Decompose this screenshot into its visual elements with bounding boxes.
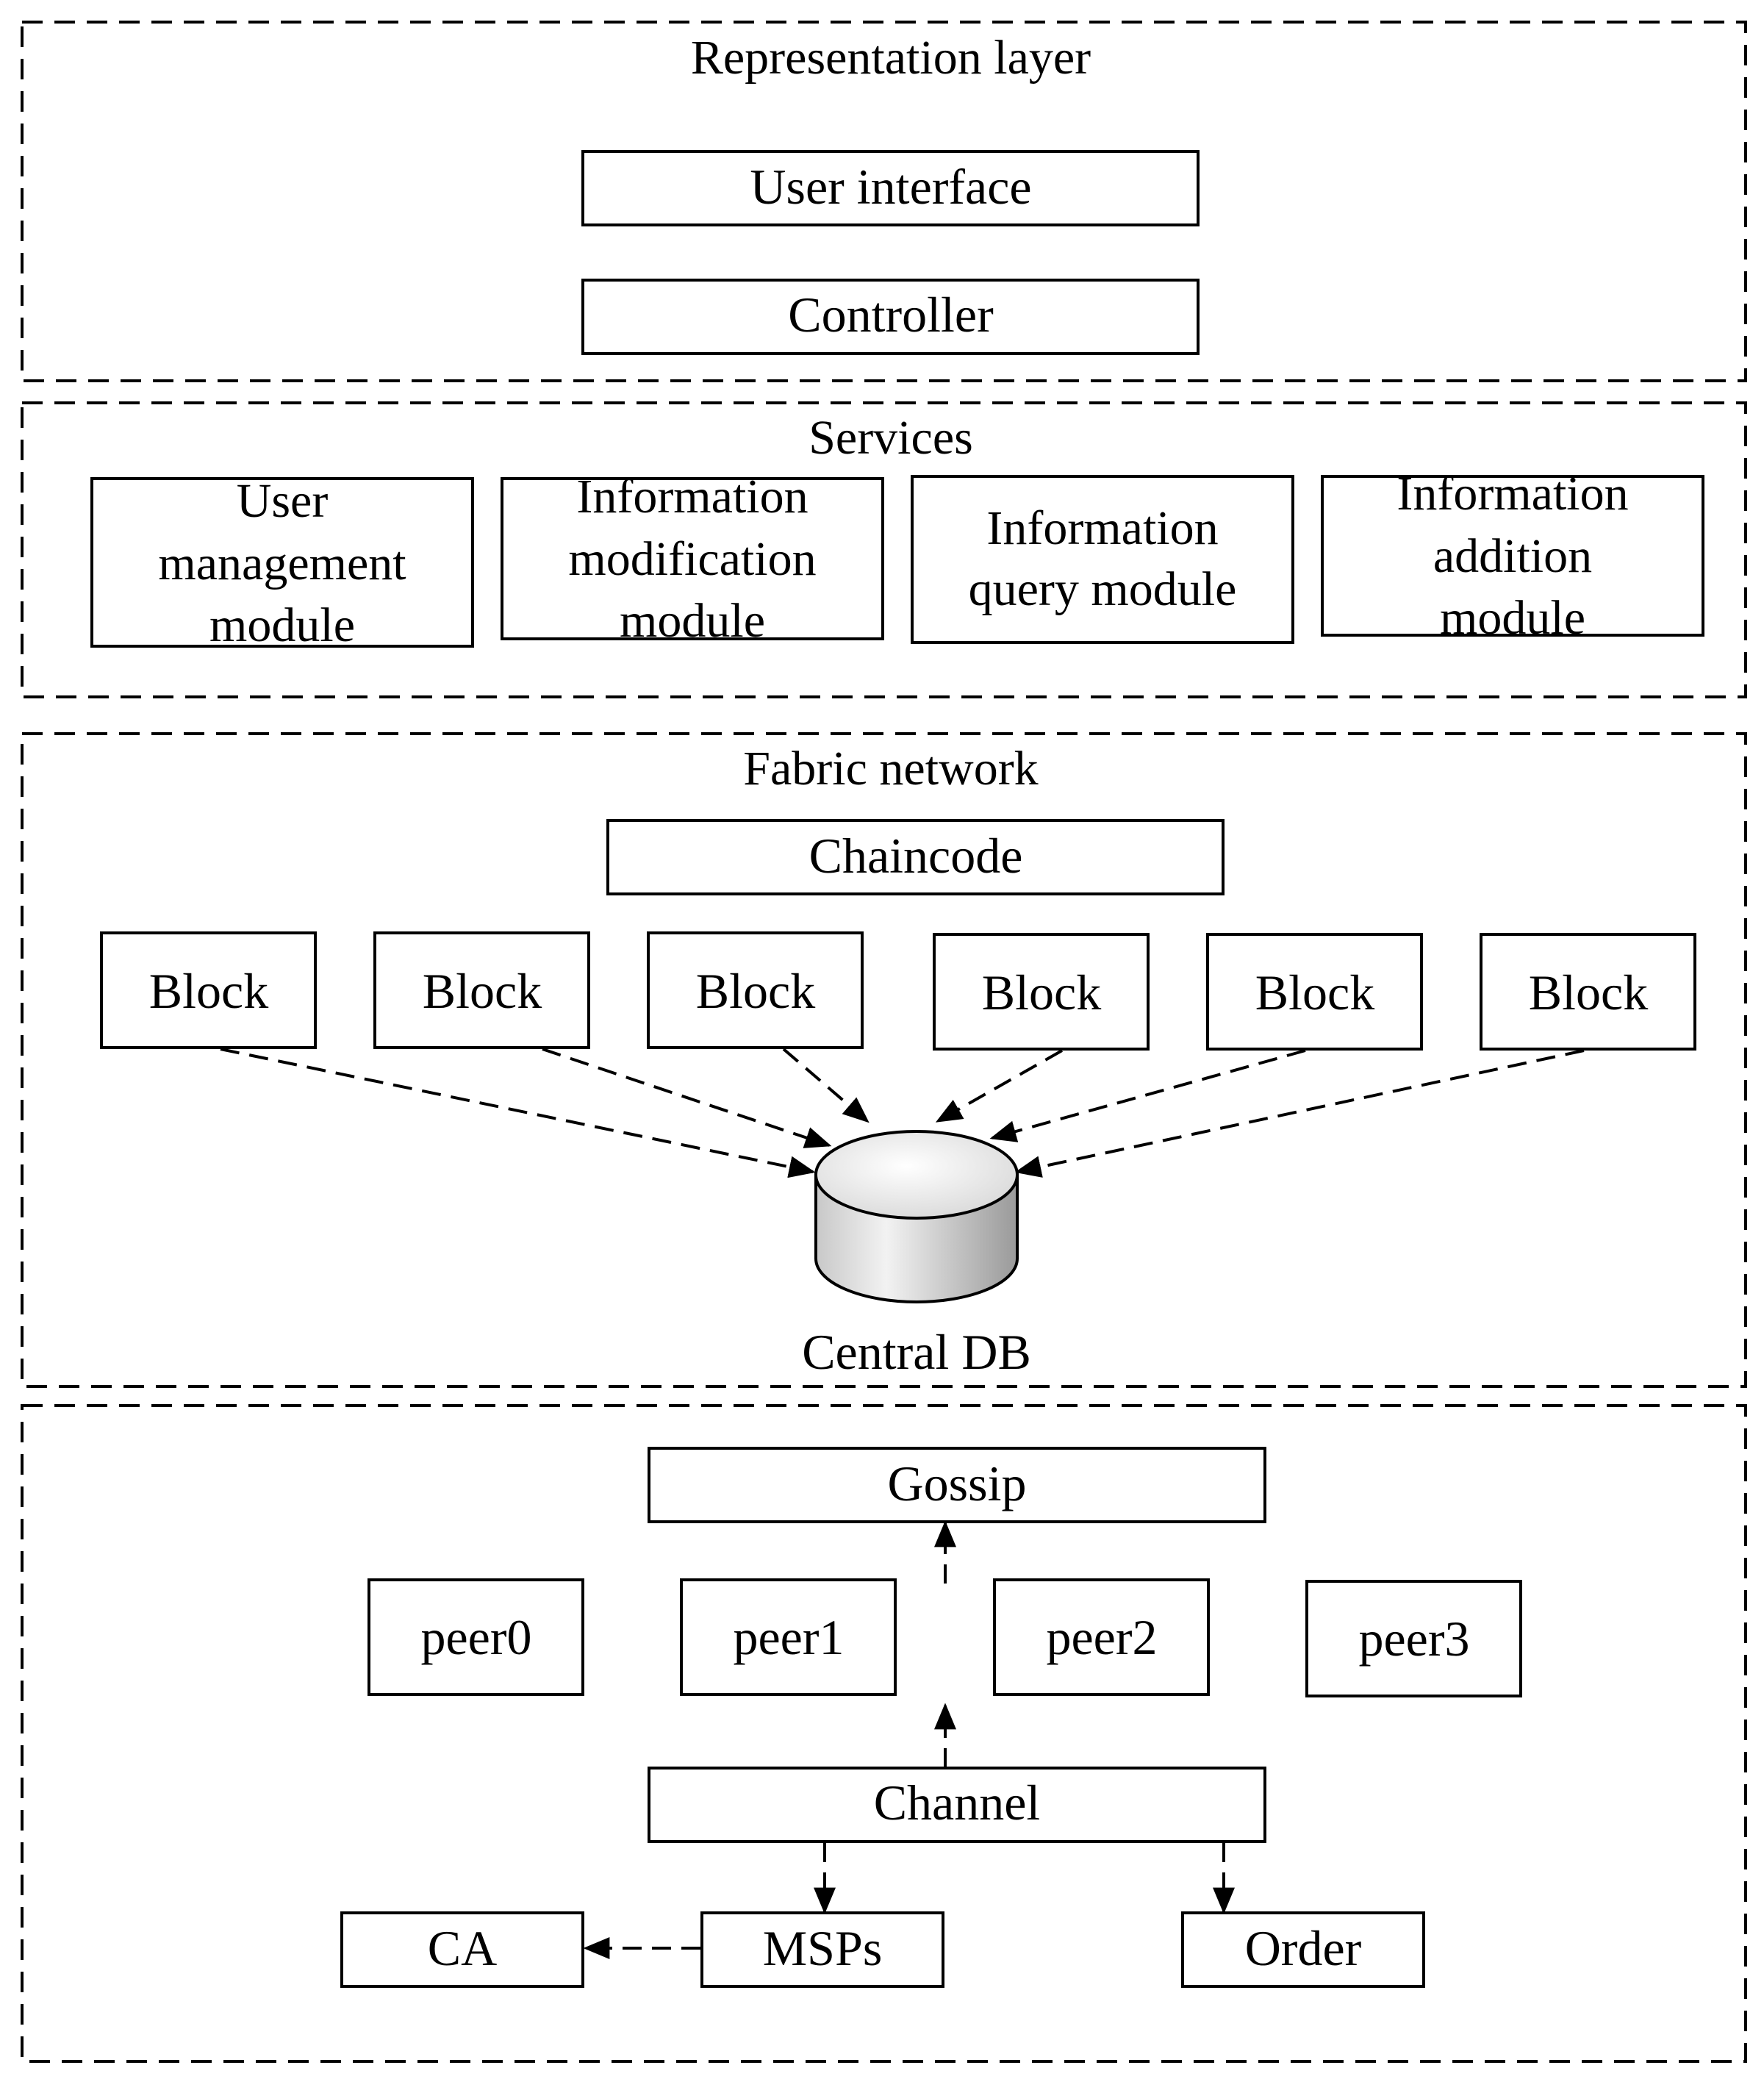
block-label: Block	[982, 965, 1101, 1020]
channel-box: Channel	[648, 1767, 1266, 1843]
peer-label: peer0	[420, 1609, 531, 1665]
central-db-label: Central DB	[802, 1324, 1031, 1380]
module-line: Information	[1396, 467, 1628, 520]
order-label: Order	[1245, 1920, 1362, 1976]
block-to-db-arrow	[1014, 1049, 1585, 1178]
fabric-network-layer-title: Fabric network	[743, 742, 1038, 795]
block-to-db-arrow	[782, 1048, 870, 1123]
msps-label: MSPs	[763, 1920, 883, 1976]
chaincode-label: Chaincode	[809, 828, 1023, 884]
block-box: Block	[1480, 933, 1696, 1051]
block-box: Block	[373, 931, 590, 1049]
block-to-db-arrow	[989, 1049, 1306, 1142]
peer-box: peer1	[680, 1578, 897, 1696]
services-layer-title: Services	[808, 411, 973, 465]
block-box: Block	[100, 931, 317, 1049]
fabric-network-layer: Fabric network Chaincode Block Block Blo…	[21, 732, 1747, 1388]
ca-box: CA	[340, 1911, 584, 1988]
block-label: Block	[696, 963, 815, 1019]
block-to-db-arrow	[935, 1049, 1063, 1123]
module-line: module	[1440, 591, 1585, 645]
block-label: Block	[1255, 965, 1374, 1020]
controller-box: Controller	[581, 279, 1200, 355]
module-line: User	[237, 474, 329, 528]
channel-label: Channel	[874, 1775, 1041, 1831]
msps-box: MSPs	[700, 1911, 944, 1988]
block-box: Block	[1206, 933, 1423, 1051]
peer-label: peer1	[733, 1609, 844, 1665]
representation-layer-title: Representation layer	[691, 31, 1091, 85]
controller-label: Controller	[788, 287, 994, 343]
information-query-module: Information query module	[911, 475, 1294, 644]
services-layer-border	[21, 401, 1747, 698]
peer-box: peer3	[1305, 1580, 1522, 1697]
peer-label: peer3	[1358, 1611, 1469, 1667]
module-line: Information	[986, 501, 1218, 555]
gossip-box: Gossip	[648, 1447, 1266, 1523]
user-interface-box: User interface	[581, 150, 1200, 226]
peer-label: peer2	[1046, 1609, 1157, 1665]
block-to-db-arrow	[542, 1048, 832, 1148]
user-management-module: User management module	[90, 474, 474, 652]
peer-box: peer0	[368, 1578, 584, 1696]
module-line: module	[209, 598, 355, 652]
module-line: Information	[576, 470, 808, 523]
module-line: module	[620, 594, 765, 648]
representation-layer-border	[21, 21, 1747, 382]
block-label: Block	[149, 963, 268, 1019]
module-line: query module	[969, 562, 1237, 616]
module-line: modification	[568, 532, 816, 586]
ca-label: CA	[428, 1920, 497, 1976]
representation-layer: Representation layer User interface Cont…	[21, 21, 1747, 382]
network-layer: Gossip peer0 peer1 peer2 peer3 Channel	[21, 1404, 1747, 2063]
user-interface-label: User interface	[750, 159, 1031, 215]
gossip-label: Gossip	[888, 1456, 1027, 1511]
information-modification-module: Information modification module	[501, 470, 884, 648]
chaincode-box: Chaincode	[606, 819, 1225, 895]
module-line: management	[158, 537, 406, 590]
central-db-icon	[814, 1130, 1019, 1303]
services-layer: Services User management module Informat…	[21, 401, 1747, 698]
fabric-network-layer-border	[21, 732, 1747, 1388]
network-layer-border	[21, 1404, 1747, 2063]
order-box: Order	[1181, 1911, 1425, 1988]
information-addition-module: Information addition module	[1321, 467, 1704, 645]
block-box: Block	[933, 933, 1150, 1051]
module-line: addition	[1433, 529, 1592, 583]
block-to-db-arrow	[220, 1048, 816, 1178]
peer-box: peer2	[993, 1578, 1210, 1696]
block-label: Block	[423, 963, 542, 1019]
block-box: Block	[647, 931, 864, 1049]
block-label: Block	[1529, 965, 1648, 1020]
